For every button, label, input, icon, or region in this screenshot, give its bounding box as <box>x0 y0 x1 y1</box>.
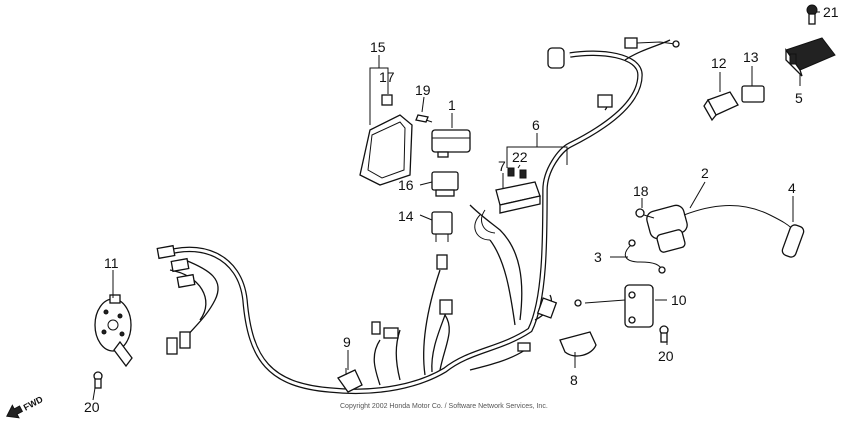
label-10: 10 <box>671 292 687 308</box>
label-8: 8 <box>570 372 578 388</box>
part-1-unit <box>431 129 471 158</box>
part-18-screw <box>635 208 655 219</box>
harness-top-connectors <box>547 37 680 108</box>
part-5-rectifier <box>785 37 836 77</box>
label-22: 22 <box>512 149 528 165</box>
label-7: 7 <box>498 158 506 174</box>
fwd-arrow-icon <box>6 404 24 419</box>
part-12-unit <box>703 91 739 122</box>
label-2: 2 <box>701 165 709 181</box>
part-13-connector <box>741 85 765 103</box>
label-15: 15 <box>370 39 386 55</box>
part-8-clamp <box>559 331 597 357</box>
label-4: 4 <box>788 180 796 196</box>
label-9: 9 <box>343 334 351 350</box>
part-10-switch <box>574 284 654 328</box>
label-11: 11 <box>104 255 119 271</box>
main-wire-harness <box>159 39 671 395</box>
label-20-right: 20 <box>658 348 674 364</box>
part-4-plug-cap <box>781 224 805 258</box>
part-11-horn <box>94 294 133 368</box>
label-21: 21 <box>823 4 839 20</box>
harness-center-connectors <box>371 254 558 352</box>
label-3: 3 <box>594 249 602 265</box>
fwd-indicator: FWD <box>6 394 45 419</box>
label-16: 16 <box>398 177 414 193</box>
label-6: 6 <box>532 117 540 133</box>
part-15-case <box>359 94 413 186</box>
part-14-relay <box>431 211 453 242</box>
leader-lines <box>92 11 820 401</box>
label-1: 1 <box>448 97 456 113</box>
part-20-bolt-right <box>659 325 669 343</box>
label-12: 12 <box>711 55 727 71</box>
label-17: 17 <box>379 69 395 85</box>
part-2-ignition-coil <box>646 204 796 253</box>
harness-left-connectors <box>156 244 196 355</box>
part-19-screw <box>415 114 433 123</box>
part-21-bolt <box>806 4 818 25</box>
part-20-bolt-left <box>93 371 103 389</box>
part-16-relay <box>431 171 459 197</box>
part-3-lead-wire <box>624 239 666 274</box>
part-9-clamp <box>337 368 363 393</box>
label-18: 18 <box>633 183 649 199</box>
label-5: 5 <box>795 90 803 106</box>
label-13: 13 <box>743 49 759 65</box>
label-14: 14 <box>398 208 414 224</box>
label-20-left: 20 <box>84 399 100 415</box>
callout-labels: 1 2 3 4 5 6 7 8 9 10 11 12 13 14 15 16 1… <box>84 4 839 415</box>
fwd-label: FWD <box>22 394 45 413</box>
part-6-fuse-box <box>474 167 541 241</box>
copyright-text: Copyright 2002 Honda Motor Co. / Softwar… <box>340 403 548 410</box>
label-19: 19 <box>415 82 431 98</box>
